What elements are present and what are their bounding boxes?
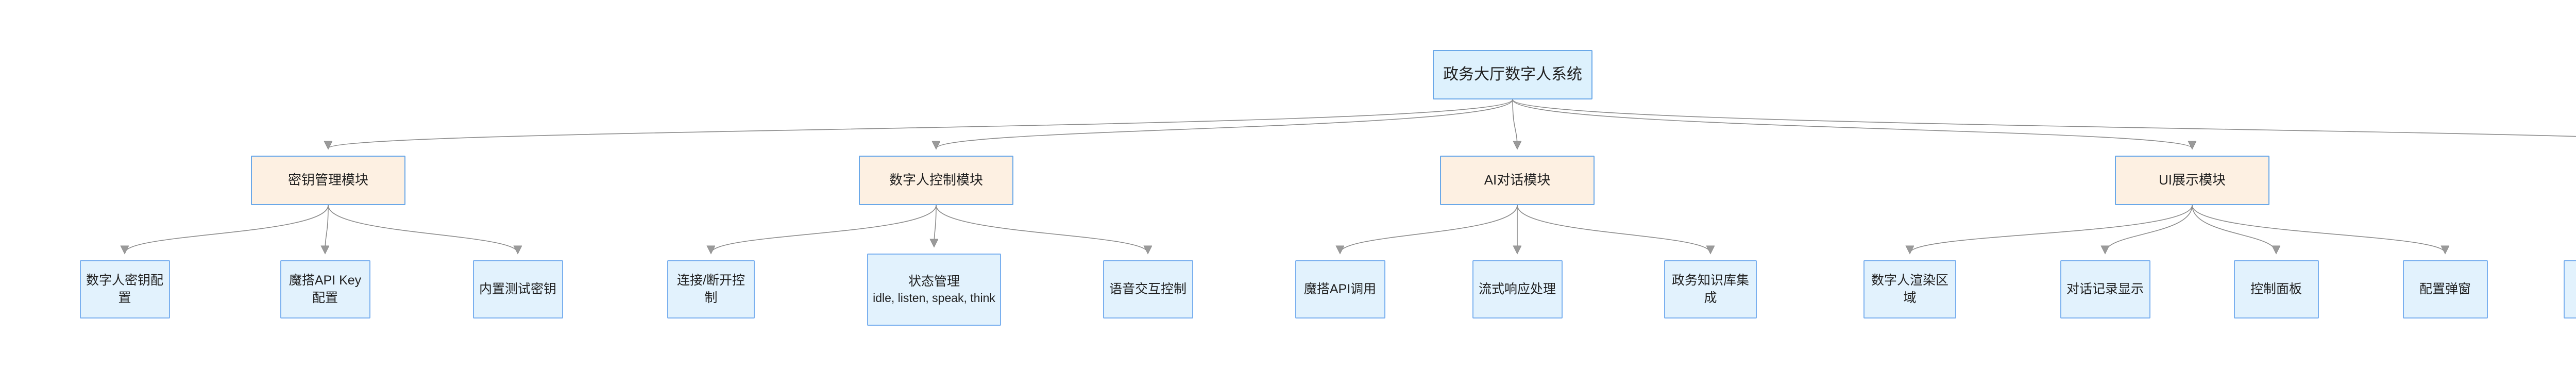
root-node-label: 政务大厅数字人系统 bbox=[1443, 65, 1582, 83]
leaf-node-12[interactable]: 配置弹窗 bbox=[2402, 260, 2488, 318]
module-node-3[interactable]: UI展示模块 bbox=[2115, 156, 2269, 205]
leaf-node-1[interactable]: 魔搭API Key配置 bbox=[280, 260, 370, 318]
leaf-node-10[interactable]: 对话记录显示 bbox=[2060, 260, 2150, 318]
leaf-node-2[interactable]: 内置测试密钥 bbox=[472, 260, 563, 318]
leaf-node-7[interactable]: 流式响应处理 bbox=[1472, 260, 1563, 318]
leaf-node-1-label: 魔搭API Key配置 bbox=[289, 273, 362, 305]
module-node-1[interactable]: 数字人控制模块 bbox=[859, 156, 1013, 205]
leaf-node-6-label: 魔搭API调用 bbox=[1303, 281, 1377, 296]
leaf-node-7-label: 流式响应处理 bbox=[1478, 281, 1556, 296]
leaf-node-13[interactable]: 政策咨询 bbox=[2563, 260, 2576, 318]
leaf-node-4-label: 状态管理 idle, listen, speak, think bbox=[869, 273, 999, 307]
leaf-node-4-title: 状态管理 bbox=[908, 274, 960, 289]
leaf-node-6[interactable]: 魔搭API调用 bbox=[1295, 260, 1385, 318]
leaf-node-12-label: 配置弹窗 bbox=[2419, 281, 2471, 296]
leaf-node-9[interactable]: 数字人渲染区域 bbox=[1863, 260, 1956, 318]
leaf-node-2-label: 内置测试密钥 bbox=[479, 281, 556, 296]
leaf-node-4[interactable]: 状态管理 idle, listen, speak, think bbox=[867, 254, 1001, 326]
root-node[interactable]: 政务大厅数字人系统 bbox=[1433, 50, 1592, 99]
module-node-0-label: 密钥管理模块 bbox=[287, 172, 368, 188]
module-node-3-label: UI展示模块 bbox=[2158, 172, 2226, 188]
leaf-node-5-label: 语音交互控制 bbox=[1109, 281, 1187, 296]
module-node-0[interactable]: 密钥管理模块 bbox=[251, 156, 405, 205]
leaf-node-0[interactable]: 数字人密钥配置 bbox=[79, 260, 170, 318]
leaf-node-5[interactable]: 语音交互控制 bbox=[1103, 260, 1193, 318]
leaf-node-0-label: 数字人密钥配置 bbox=[86, 273, 163, 305]
leaf-node-11[interactable]: 控制面板 bbox=[2233, 260, 2319, 318]
module-node-2-label: AI对话模块 bbox=[1484, 172, 1551, 188]
module-node-1-label: 数字人控制模块 bbox=[889, 172, 983, 188]
leaf-node-3[interactable]: 连接/断开控制 bbox=[667, 260, 755, 318]
leaf-node-10-label: 对话记录显示 bbox=[2066, 281, 2144, 296]
leaf-node-9-label: 数字人渲染区域 bbox=[1871, 273, 1948, 305]
leaf-node-4-sublabel: idle, listen, speak, think bbox=[873, 291, 995, 305]
module-node-2[interactable]: AI对话模块 bbox=[1440, 156, 1595, 205]
leaf-node-8[interactable]: 政务知识库集成 bbox=[1664, 260, 1757, 318]
leaf-node-8-label: 政务知识库集成 bbox=[1671, 273, 1749, 305]
leaf-node-3-label: 连接/断开控制 bbox=[677, 273, 745, 305]
leaf-node-11-label: 控制面板 bbox=[2250, 281, 2302, 296]
